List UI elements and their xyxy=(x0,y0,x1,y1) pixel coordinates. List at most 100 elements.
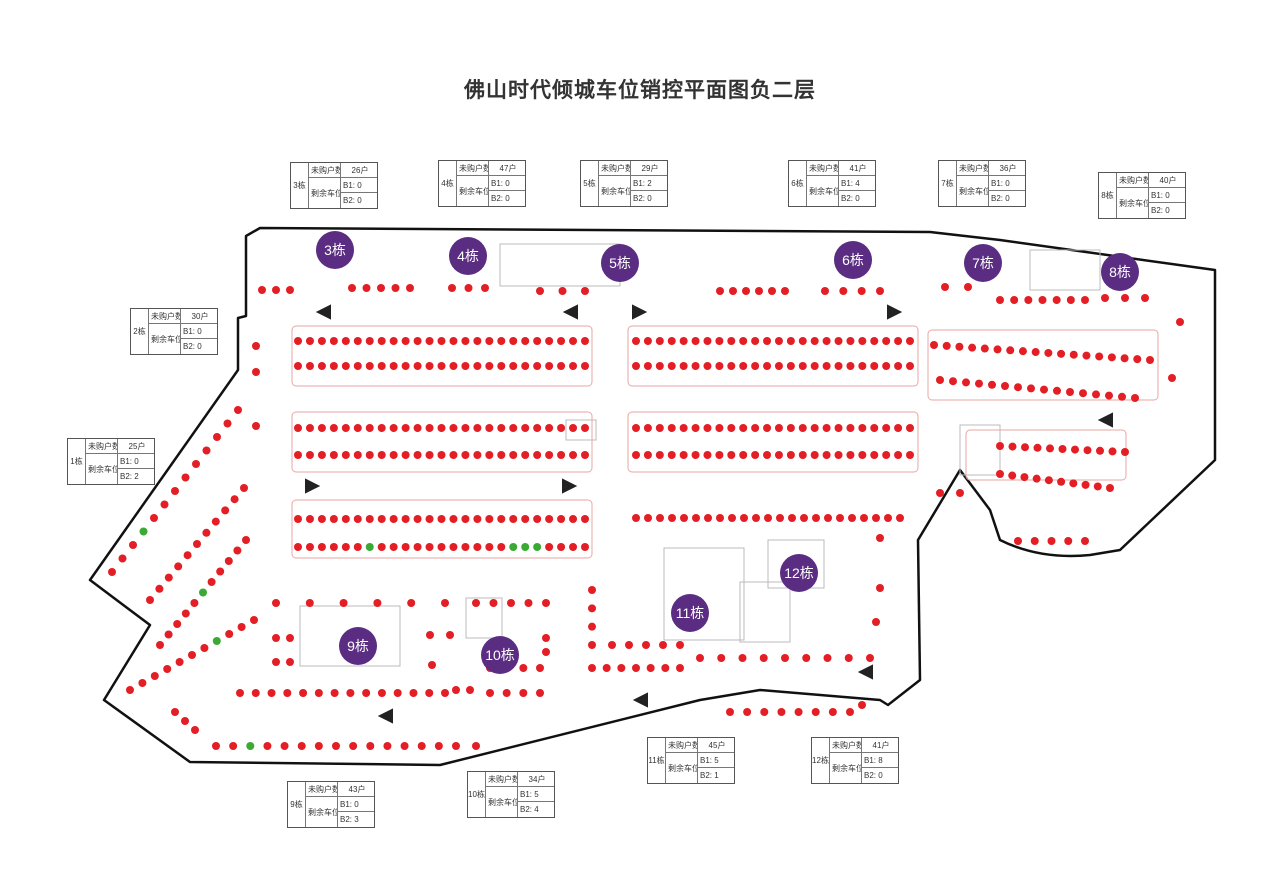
parking-spot-sold xyxy=(716,287,724,295)
parking-spot-sold xyxy=(739,337,748,345)
parking-spot-sold xyxy=(294,362,302,370)
info-remaining-b1: B1: 0 xyxy=(1149,188,1185,203)
parking-spot-sold xyxy=(602,664,611,672)
parking-spot-sold xyxy=(533,515,542,523)
parking-spot-sold xyxy=(389,337,398,345)
parking-spot-sold xyxy=(794,708,803,716)
parking-spot-sold xyxy=(882,424,891,432)
info-remaining-b2: B2: 0 xyxy=(841,194,860,203)
parking-spot-available xyxy=(521,543,530,551)
parking-spot-sold xyxy=(317,424,326,432)
parking-spot-sold xyxy=(802,654,811,662)
info-unsold-label: 未购户数 xyxy=(1117,173,1149,188)
parking-spot-sold xyxy=(272,599,280,607)
parking-spot-sold xyxy=(211,517,220,526)
parking-spot-sold xyxy=(1105,391,1113,400)
parking-spot-sold xyxy=(751,362,760,370)
parking-spot-sold xyxy=(1024,296,1033,304)
parking-spot-sold xyxy=(294,337,302,345)
parking-spot-sold xyxy=(668,514,676,522)
info-remaining-b2: B2: 0 xyxy=(343,196,362,205)
info-building-name: 6栋 xyxy=(789,161,807,206)
parking-spot-sold xyxy=(521,451,530,459)
parking-spot-sold xyxy=(968,343,977,352)
parking-spot-sold xyxy=(401,515,410,523)
parking-spot-sold xyxy=(485,424,494,432)
parking-spot-sold xyxy=(225,630,234,638)
parking-spot-sold xyxy=(545,515,554,523)
parking-spot-sold xyxy=(763,424,772,432)
parking-spot-sold xyxy=(1083,446,1092,455)
parking-spot-sold xyxy=(509,451,518,459)
parking-spot-sold xyxy=(497,424,506,432)
parking-spot-sold xyxy=(834,337,843,345)
parking-spot-sold xyxy=(786,424,795,432)
parking-spot-sold xyxy=(175,658,184,666)
parking-spot-sold xyxy=(846,708,854,716)
parking-spot-sold xyxy=(679,337,688,345)
parking-spot-sold xyxy=(822,451,831,459)
parking-spot-sold xyxy=(676,641,684,649)
info-remaining-label: 剩余车位 xyxy=(457,176,489,206)
parking-spot-sold xyxy=(751,424,760,432)
parking-spot-sold xyxy=(858,451,867,459)
parking-spot-sold xyxy=(882,362,891,370)
parking-spot-sold xyxy=(860,514,868,522)
parking-spot-sold xyxy=(643,362,652,370)
parking-spot-sold xyxy=(1081,296,1089,304)
parking-spot-sold xyxy=(472,742,480,750)
parking-spot-sold xyxy=(407,599,416,607)
parking-spot-sold xyxy=(557,337,566,345)
info-remaining-b1: B1: 0 xyxy=(118,454,154,469)
info-remaining-label: 剩余车位 xyxy=(666,753,698,783)
parking-spot-sold xyxy=(1053,386,1061,395)
parking-spot-sold xyxy=(509,515,518,523)
parking-spot-sold xyxy=(377,689,386,697)
parking-spot-sold xyxy=(872,618,880,626)
parking-spot-sold xyxy=(425,515,434,523)
parking-spot-sold xyxy=(150,672,159,680)
parking-spot-sold xyxy=(866,654,874,662)
info-building-name: 9栋 xyxy=(288,782,306,827)
parking-spot-sold xyxy=(353,543,362,551)
parking-spot-sold xyxy=(473,543,482,551)
parking-spot-sold xyxy=(727,337,736,345)
parking-spot-sold xyxy=(691,451,700,459)
building-marker-b7: 7栋 xyxy=(964,244,1002,282)
parking-spot-sold xyxy=(156,641,164,649)
parking-spot-sold xyxy=(389,362,398,370)
parking-spot-sold xyxy=(188,651,196,659)
parking-spot-sold xyxy=(365,451,374,459)
parking-spot-sold xyxy=(1001,382,1009,390)
info-unsold-value: 30户 xyxy=(181,309,217,324)
info-unsold-value: 29户 xyxy=(631,161,667,176)
parking-spot-sold xyxy=(118,554,127,563)
parking-spot-sold xyxy=(341,543,350,551)
info-remaining-label: 剩余车位 xyxy=(599,176,631,206)
parking-spot-sold xyxy=(846,337,855,345)
parking-spot-sold xyxy=(449,362,458,370)
parking-spot-sold xyxy=(472,599,480,607)
parking-spot-sold xyxy=(876,584,884,592)
parking-spot-sold xyxy=(164,573,173,582)
parking-spot-sold xyxy=(906,424,914,432)
parking-spot-sold xyxy=(822,362,831,370)
parking-spot-sold xyxy=(160,500,169,509)
parking-spot-sold xyxy=(521,362,530,370)
parking-spot-sold xyxy=(108,568,116,576)
parking-spot-sold xyxy=(810,337,819,345)
parking-spot-sold xyxy=(448,284,456,292)
parking-spot-sold xyxy=(691,337,700,345)
parking-spot-sold xyxy=(542,599,550,607)
parking-spot-sold xyxy=(822,424,831,432)
parking-spot-sold xyxy=(760,708,769,716)
parking-spot-sold xyxy=(524,599,533,607)
parking-spot-sold xyxy=(581,424,589,432)
parking-spot-sold xyxy=(691,424,700,432)
parking-spot-sold xyxy=(894,337,903,345)
parking-spot-sold xyxy=(667,337,676,345)
parking-spot-sold xyxy=(858,701,866,709)
parking-spot-sold xyxy=(1010,296,1019,304)
